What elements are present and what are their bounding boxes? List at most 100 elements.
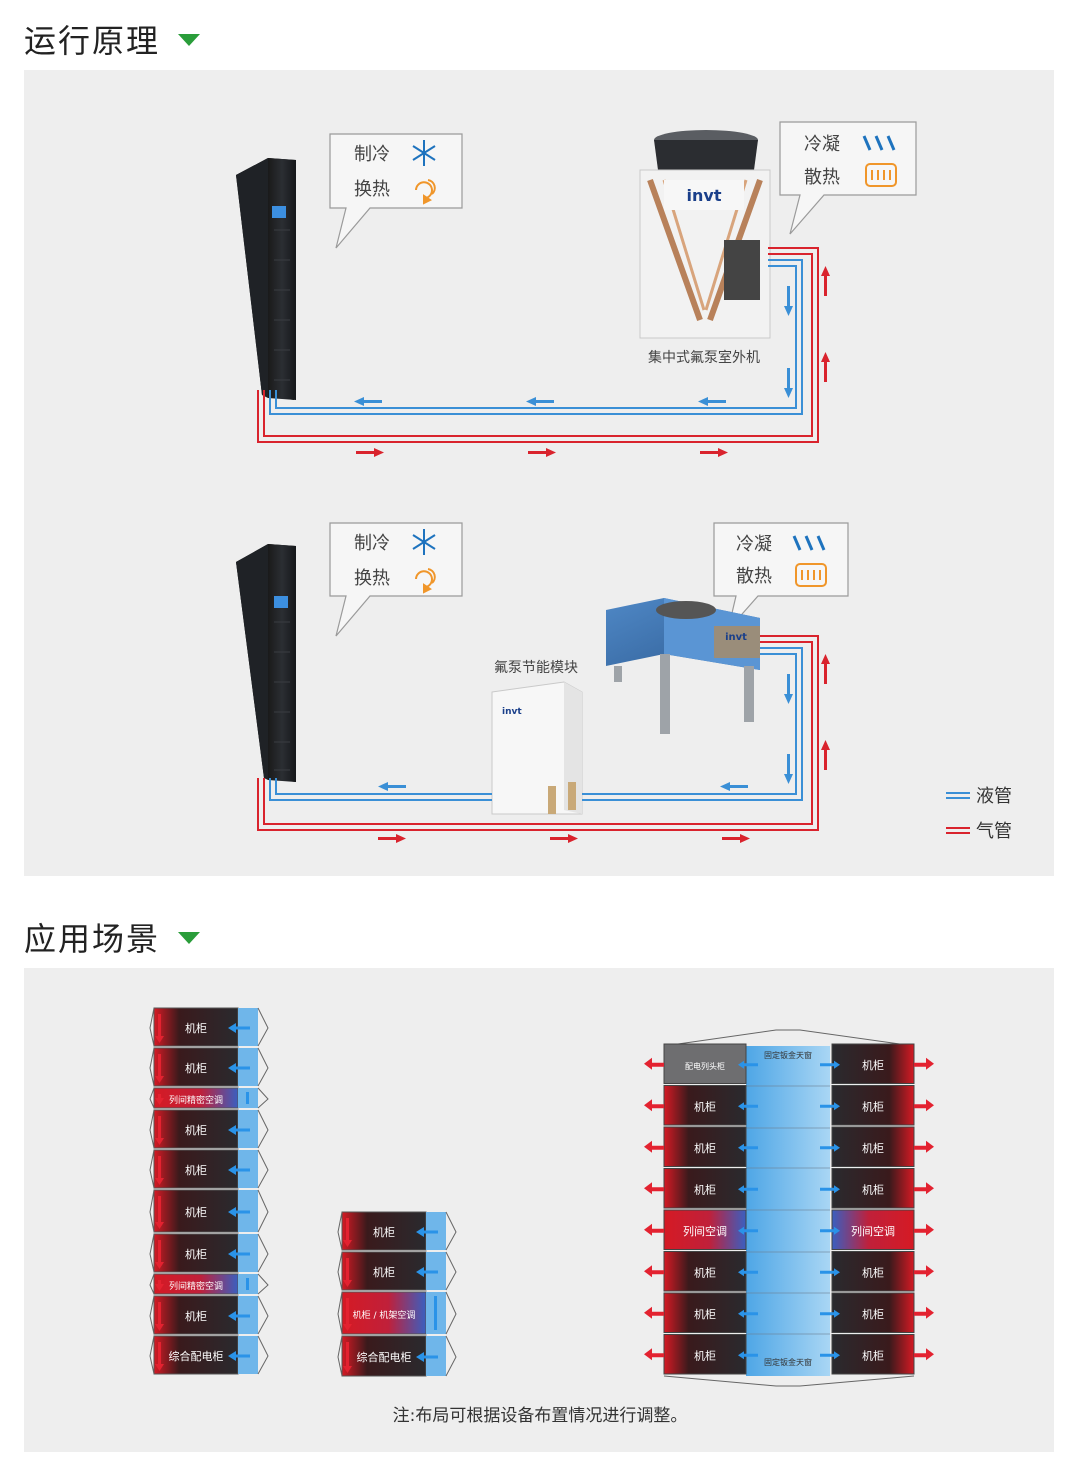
cabinet-row: 机柜	[644, 1292, 758, 1333]
invt-logo: invt	[725, 632, 747, 643]
recycle-icon	[415, 179, 436, 205]
cabinet-row: 机柜	[149, 1295, 269, 1335]
bubble-cooling-text: 制冷	[354, 144, 390, 165]
condense-lines-icon	[862, 135, 896, 151]
row-label: 列间空调	[851, 1224, 895, 1238]
row-label: 机柜	[862, 1058, 884, 1072]
expand-triangle-icon[interactable]	[178, 34, 201, 46]
bubble-heat-dissipation-text: 散热	[736, 566, 772, 587]
cabinet-row: 机柜	[820, 1292, 934, 1333]
cabinet-row: 机柜	[644, 1126, 758, 1167]
heat-coil-icon	[865, 163, 897, 187]
gas-pipe-2	[257, 635, 819, 831]
layout-note: 注:布局可根据设备布置情况进行调整。	[392, 1406, 688, 1426]
invt-logo: invt	[502, 707, 522, 717]
principle-title: 运行原理	[24, 16, 201, 62]
cabinet-row: 机柜	[644, 1334, 758, 1375]
cabinet-row: 机柜	[337, 1251, 457, 1291]
indoor-unit-2	[236, 544, 296, 782]
row-label: 机柜	[185, 1247, 207, 1261]
row-label: 机柜	[185, 1061, 207, 1075]
expand-triangle-icon[interactable]	[178, 932, 201, 944]
scenario-panel: 机柜机柜列间精密空调机柜机柜机柜机柜列间精密空调机柜综合配电柜 机柜机柜机柜 /…	[24, 968, 1054, 1452]
row-label: 机柜	[862, 1099, 884, 1113]
cabinet-row: 机柜	[820, 1168, 934, 1209]
row-label: 配电列头柜	[685, 1061, 725, 1071]
bubble-cooling-text: 制冷	[354, 533, 390, 554]
flow-arrows-2	[378, 654, 830, 843]
gas-pipe-1	[257, 247, 819, 443]
cooling-bubble-1: 制冷 换热	[329, 133, 463, 249]
ac-unit-row: 列间精密空调	[149, 1087, 269, 1109]
scenario-title-text: 应用场景	[24, 920, 161, 958]
recycle-icon	[415, 568, 436, 594]
cabinet-row: 机柜	[149, 1149, 269, 1189]
snowflake-icon	[412, 140, 436, 166]
condense-lines-icon	[792, 535, 826, 551]
condensing-bubble-1: 冷凝 散热	[779, 121, 917, 235]
row-label: 综合配电柜	[169, 1349, 224, 1363]
aisle-bottom-roof-label: 固定钣金天窗	[764, 1357, 812, 1367]
cabinet-row: 机柜	[149, 1189, 269, 1233]
ac-unit-row: 列间空调	[644, 1209, 758, 1250]
cabinet-row: 综合配电柜	[149, 1335, 269, 1375]
cabinet-row: 机柜	[149, 1233, 269, 1273]
cabinet-row: 机柜	[149, 1109, 269, 1149]
legend-liquid-pipe: 液管	[976, 786, 1012, 807]
fluorine-pump-module-label: 氟泵节能模块	[494, 660, 578, 676]
row-label: 机柜	[862, 1265, 884, 1279]
heat-coil-icon	[795, 563, 827, 587]
scenario-aisle: 固定钣金天窗 固定钣金天窗	[663, 1029, 915, 1387]
cabinet-row: 机柜	[820, 1043, 934, 1084]
row-label: 机柜	[862, 1141, 884, 1155]
row-label: 综合配电柜	[357, 1350, 412, 1364]
principle-panel: 制冷 换热 invt 集中式氟泵室外机 冷凝 散热	[24, 70, 1054, 876]
ac-unit-row: 列间空调	[820, 1209, 934, 1250]
condensing-bubble-2: 冷凝 散热	[713, 522, 849, 631]
cabinet-row: 机柜	[149, 1007, 269, 1047]
cooling-bubble-2: 制冷 换热	[329, 522, 463, 637]
bubble-heat-exchange-text: 换热	[354, 568, 390, 589]
row-label: 机柜	[185, 1021, 207, 1035]
condenser-unit-2: invt	[606, 598, 760, 734]
row-label: 机柜	[694, 1141, 716, 1155]
row-label: 机柜	[694, 1348, 716, 1362]
indoor-unit-1	[236, 158, 296, 400]
cabinet-row: 配电列头柜	[644, 1043, 758, 1084]
row-label: 机柜	[694, 1307, 716, 1321]
liquid-pipe-2	[269, 647, 803, 801]
cabinet-row: 机柜	[149, 1047, 269, 1087]
ac-unit-row: 列间精密空调	[149, 1273, 269, 1295]
row-label: 机柜 / 机架空调	[353, 1309, 416, 1321]
row-label: 机柜	[373, 1225, 395, 1239]
principle-diagram: 制冷 换热 invt 集中式氟泵室外机 冷凝 散热	[236, 121, 1012, 843]
scenario-title: 应用场景	[24, 914, 201, 960]
row-label: 机柜	[373, 1265, 395, 1279]
liquid-pipe-1	[269, 259, 803, 415]
cabinet-row: 机柜	[337, 1211, 457, 1251]
bubble-heat-dissipation-text: 散热	[804, 167, 840, 188]
cabinet-row: 机柜	[644, 1085, 758, 1126]
row-label: 机柜	[185, 1205, 207, 1219]
row-label: 列间精密空调	[169, 1280, 223, 1292]
cabinet-row: 综合配电柜	[337, 1335, 457, 1377]
invt-logo: invt	[687, 186, 722, 205]
ac-unit-row: 机柜 / 机架空调	[337, 1291, 457, 1335]
row-label: 机柜	[185, 1123, 207, 1137]
cabinet-row: 机柜	[644, 1168, 758, 1209]
cabinet-row: 机柜	[820, 1085, 934, 1126]
outdoor-unit-1: invt	[639, 130, 771, 339]
row-label: 机柜	[694, 1265, 716, 1279]
row-label: 机柜	[185, 1163, 207, 1177]
cabinet-row: 机柜	[820, 1334, 934, 1375]
cabinet-row: 机柜	[644, 1251, 758, 1292]
row-label: 机柜	[694, 1182, 716, 1196]
legend-gas-pipe: 气管	[976, 821, 1012, 842]
outdoor-unit-label: 集中式氟泵室外机	[648, 349, 760, 366]
row-label: 机柜	[185, 1309, 207, 1323]
flow-arrows-1	[354, 266, 830, 457]
